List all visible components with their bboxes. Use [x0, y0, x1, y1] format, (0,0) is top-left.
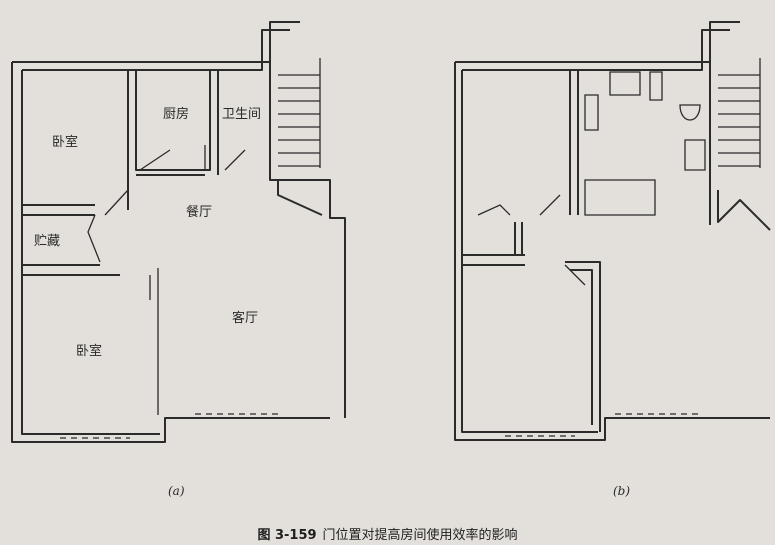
plan-b-stair-wall	[709, 30, 771, 231]
plan-a-bedroom-bottom-label: 卧室	[76, 343, 102, 359]
plan-b-inner-outline	[462, 29, 730, 71]
figure-caption: 图 3-159 门位置对提高房间使用效率的影响	[0, 524, 775, 543]
plan-b-doors	[477, 194, 586, 286]
plan-b-interior-walls	[462, 70, 601, 432]
figure-number: 图 3-159	[257, 528, 317, 543]
plan-a-windows	[25, 61, 280, 439]
plan-a-bathroom-label: 卫生间	[222, 107, 261, 122]
plan-a-bedroom-top-label: 卧室	[52, 134, 78, 150]
plan-a-inner-outline	[22, 29, 290, 71]
plan-b-fixtures	[584, 71, 706, 216]
plan-b: (b)	[454, 21, 771, 498]
plan-b-outer-wall	[454, 21, 770, 441]
plan-a-dining-label: 餐厅	[186, 204, 212, 220]
plan-a-stair-wall	[269, 30, 346, 418]
plan-a-stair	[278, 58, 321, 168]
plan-a-label: (a)	[168, 484, 185, 498]
plan-a-kitchen-label: 厨房	[163, 106, 189, 122]
plan-a-living-label: 客厅	[232, 310, 258, 326]
plan-b-windows	[470, 61, 700, 437]
plan-a: 卧室 厨房 卫生间 餐厅 贮藏 客厅 卧室 (a)	[11, 21, 346, 498]
plan-b-stair	[718, 58, 761, 168]
plan-a-doors	[87, 145, 246, 415]
plan-a-storage-label: 贮藏	[34, 234, 60, 249]
plan-a-interior-walls	[22, 70, 219, 276]
caption-text: 门位置对提高房间使用效率的影响	[322, 528, 518, 543]
plan-a-outer-wall	[11, 21, 330, 443]
plan-b-label: (b)	[613, 484, 630, 498]
